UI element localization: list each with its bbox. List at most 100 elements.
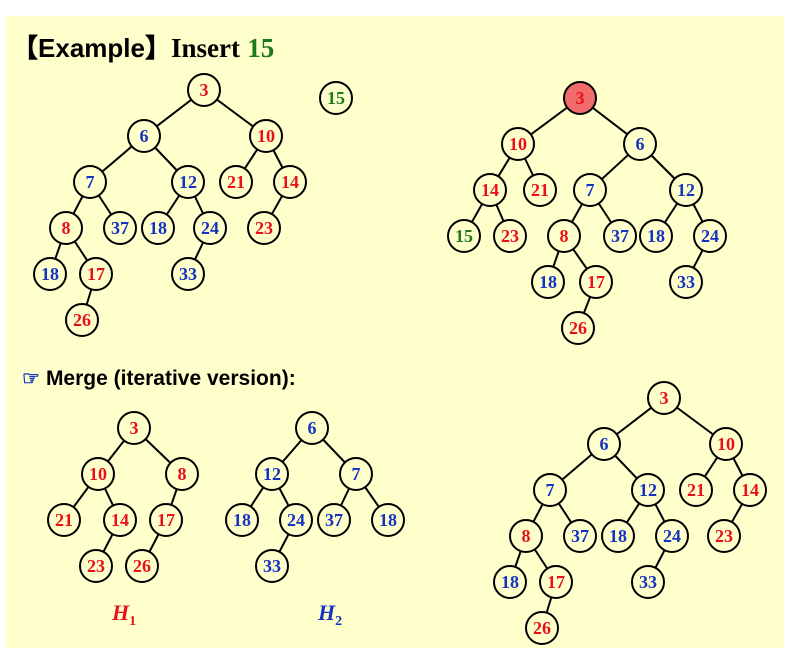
tree-node: 18: [639, 219, 673, 253]
tree-node: 10: [81, 457, 115, 491]
node-circle: [65, 303, 99, 337]
node-key: 26: [133, 556, 151, 576]
node-circle: [117, 411, 151, 445]
heap-label-main: H: [111, 600, 130, 625]
node-circle: [171, 257, 205, 291]
tree-node: 24: [655, 519, 689, 553]
node-key: 10: [257, 126, 275, 146]
tree-node: 14: [733, 473, 767, 507]
node-circle: [579, 265, 613, 299]
tree-node: 10: [709, 427, 743, 461]
node-key: 12: [179, 172, 197, 192]
node-circle: [193, 211, 227, 245]
node-circle: [707, 519, 741, 553]
node-circle: [563, 519, 597, 553]
node-circle: [141, 211, 175, 245]
node-key: 8: [522, 526, 531, 546]
tree-node: 33: [171, 257, 205, 291]
node-circle: [447, 219, 481, 253]
node-circle: [187, 73, 221, 107]
node-key: 37: [571, 526, 589, 546]
title-insert-word: Insert: [170, 33, 240, 63]
node-circle: [601, 519, 635, 553]
node-circle: [33, 257, 67, 291]
node-circle: [563, 81, 597, 115]
tree-node: 3: [117, 411, 151, 445]
node-circle: [679, 473, 713, 507]
node-circle: [125, 549, 159, 583]
tree-node: 24: [193, 211, 227, 245]
node-key: 24: [701, 226, 719, 246]
node-key: 37: [111, 218, 129, 238]
tree-node: 21: [679, 473, 713, 507]
slide-title: 【Example】Insert 15: [12, 28, 274, 65]
node-circle: [473, 173, 507, 207]
node-circle: [501, 127, 535, 161]
tree-node: 18: [33, 257, 67, 291]
node-circle: [523, 173, 557, 207]
node-key: 6: [140, 126, 149, 146]
node-key: 6: [308, 418, 317, 438]
node-key: 18: [233, 510, 251, 530]
node-circle: [573, 173, 607, 207]
node-key: 33: [263, 556, 281, 576]
node-circle: [219, 165, 253, 199]
node-circle: [525, 611, 559, 645]
tree-node: 12: [171, 165, 205, 199]
tree-node: 6: [295, 411, 329, 445]
node-circle: [561, 311, 595, 345]
tree-node: 26: [561, 311, 595, 345]
tree-node: 23: [247, 211, 281, 245]
heap-label-subscript: 2: [335, 614, 342, 629]
tree-node: 21: [47, 503, 81, 537]
tree-node: 3: [187, 73, 221, 107]
heap-label-main: H: [317, 600, 336, 625]
node-circle: [669, 265, 703, 299]
node-key: 14: [111, 510, 129, 530]
node-key: 3: [660, 388, 669, 408]
node-key: 12: [639, 480, 657, 500]
node-key: 12: [677, 180, 695, 200]
node-circle: [693, 219, 727, 253]
tree-node: 15: [447, 219, 481, 253]
node-key: 8: [62, 218, 71, 238]
tree-node: 7: [573, 173, 607, 207]
node-circle: [79, 257, 113, 291]
tree-node: 7: [339, 457, 373, 491]
node-key: 18: [609, 526, 627, 546]
node-key: 3: [200, 80, 209, 100]
node-key: 7: [352, 464, 361, 484]
node-key: 18: [647, 226, 665, 246]
tree-node: 23: [707, 519, 741, 553]
tree-node: 14: [273, 165, 307, 199]
tree-node: 17: [579, 265, 613, 299]
tree-node: 23: [493, 219, 527, 253]
node-key: 14: [281, 172, 299, 192]
node-key: 21: [687, 480, 705, 500]
node-key: 8: [560, 226, 569, 246]
tree-node: 6: [127, 119, 161, 153]
node-circle: [255, 549, 289, 583]
tree-node: 8: [165, 457, 199, 491]
tree-node: 26: [65, 303, 99, 337]
node-circle: [493, 565, 527, 599]
node-key: 24: [201, 218, 219, 238]
node-circle: [255, 457, 289, 491]
node-circle: [73, 165, 107, 199]
node-circle: [79, 549, 113, 583]
node-key: 21: [531, 180, 549, 200]
tree-node: 18: [225, 503, 259, 537]
tree-node: 10: [249, 119, 283, 153]
node-key: 23: [501, 226, 519, 246]
node-key: 15: [455, 226, 473, 246]
tree-node: 26: [125, 549, 159, 583]
node-key: 26: [533, 618, 551, 638]
node-circle: [709, 427, 743, 461]
tree-node: 18: [371, 503, 405, 537]
tree-node: 8: [509, 519, 543, 553]
node-key: 37: [325, 510, 343, 530]
node-circle: [47, 503, 81, 537]
tree-node: 7: [533, 473, 567, 507]
tree-node: 6: [623, 127, 657, 161]
tree-node: 8: [49, 211, 83, 245]
